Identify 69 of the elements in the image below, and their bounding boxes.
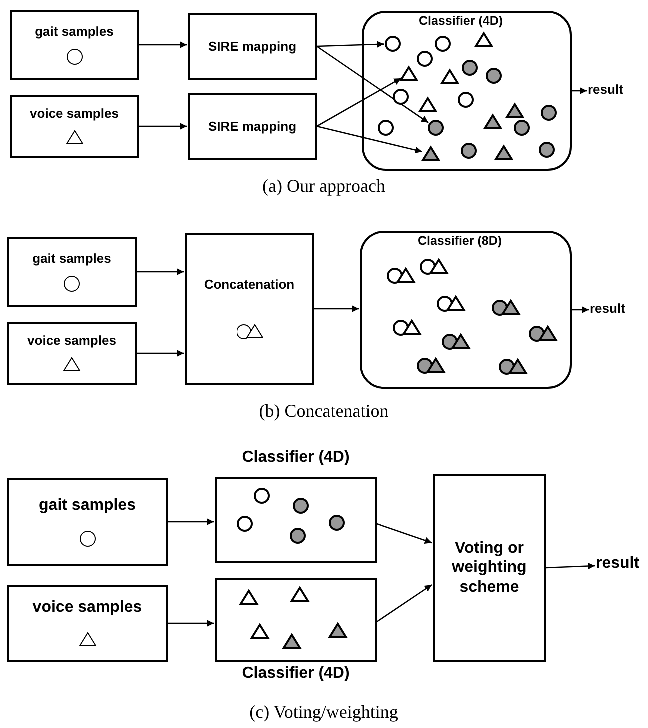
data-point-marker — [421, 144, 441, 164]
box-title: gait samples — [38, 496, 137, 516]
data-point-marker — [440, 67, 460, 87]
arrow — [139, 42, 187, 48]
figure-caption: (b) Concatenation — [259, 401, 389, 422]
arrow — [137, 268, 184, 276]
data-point-marker — [512, 118, 532, 138]
box-title: gait samples — [32, 251, 112, 267]
process-box — [185, 233, 314, 385]
arrow — [139, 123, 187, 130]
data-point-marker — [418, 95, 438, 115]
box-title: SIRE mapping — [207, 118, 298, 134]
arrow — [376, 523, 432, 544]
process-box — [433, 474, 546, 662]
data-point-marker — [391, 87, 411, 107]
arrow — [572, 306, 589, 314]
box-title: Concatenation — [203, 277, 296, 293]
figure-caption: (c) Voting/weighting — [250, 702, 398, 723]
input-box — [7, 322, 137, 385]
data-point-marker — [459, 141, 479, 161]
arrow — [316, 78, 402, 128]
box-title: voice samples — [29, 106, 120, 122]
box-title: SIRE mapping — [207, 38, 298, 54]
input-box — [10, 95, 139, 158]
arrow — [316, 41, 384, 48]
input-box — [10, 10, 139, 80]
arrow — [168, 518, 214, 526]
process-box — [188, 13, 317, 80]
panel-heading: Classifier (4D) — [418, 14, 504, 28]
panel-heading: Classifier (4D) — [241, 664, 351, 682]
output-label: result — [590, 301, 632, 319]
arrow — [572, 88, 587, 94]
classifier-panel — [360, 231, 572, 389]
data-point-marker — [539, 103, 559, 123]
arrow — [316, 126, 422, 154]
arrow — [546, 562, 596, 570]
data-point-marker — [483, 112, 503, 132]
arrow — [314, 306, 359, 312]
process-box — [188, 93, 317, 160]
panel-heading: Classifier (8D) — [416, 234, 504, 248]
input-box — [7, 585, 168, 662]
output-label: result — [596, 555, 648, 577]
data-point-marker — [456, 90, 476, 110]
input-box — [7, 478, 168, 566]
box-title: gait samples — [34, 24, 115, 40]
data-point-marker — [494, 143, 514, 163]
input-box — [7, 237, 137, 307]
arrow — [376, 584, 432, 623]
figure-caption: (a) Our approach — [262, 176, 386, 197]
data-point-marker — [376, 118, 396, 138]
data-point-marker — [383, 34, 403, 54]
arrow — [137, 350, 184, 357]
data-point-marker — [433, 34, 453, 54]
data-point-marker — [426, 118, 446, 138]
classifier-panel — [362, 11, 572, 171]
data-point-marker — [484, 66, 504, 86]
data-point-marker — [399, 64, 419, 84]
data-point-marker — [415, 49, 435, 69]
arrow — [168, 620, 214, 627]
box-title: Voting or weighting scheme — [451, 539, 528, 597]
arrow — [316, 46, 429, 124]
data-point-marker — [460, 58, 480, 78]
data-point-marker — [505, 101, 525, 121]
box-title: voice samples — [32, 598, 144, 618]
data-point-marker — [537, 140, 557, 160]
panel-heading: Classifier (4D) — [241, 448, 351, 468]
box-title: voice samples — [26, 332, 118, 348]
data-point-marker — [474, 30, 494, 50]
output-label: result — [588, 82, 630, 100]
